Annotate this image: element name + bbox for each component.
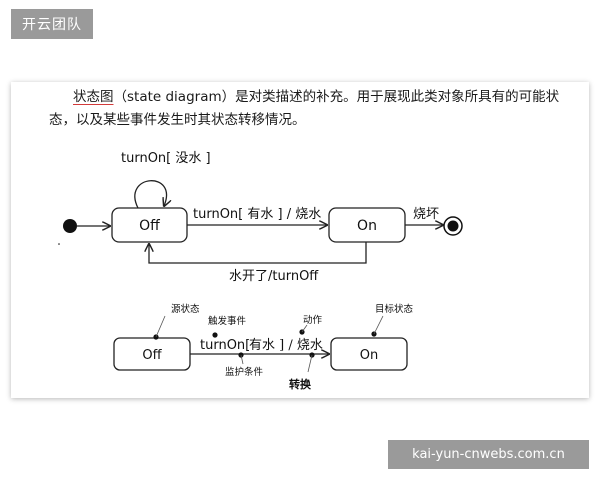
anno-event-text: turnOn[ [200,338,250,353]
brand-badge: 开云团队 [11,9,93,39]
state-on-label: On [357,218,377,234]
state-off-label: Off [139,218,160,234]
anno-guard-action-text: 有水 ] / 烧水 [249,338,323,353]
watermark-badge: kai-yun-cnwebs.com.cn [388,440,589,469]
action-annotation: 动作 [303,314,323,326]
state-diagram: Off On turnOn[ 没水 ] turnOn[ 有水 ] / 烧水 烧坏… [58,151,463,391]
content-card: 状态图（state diagram）是对类描述的补充。用于展现此类对象所具有的可… [11,82,589,398]
anno-state-off-label: Off [142,348,162,363]
intro-text: （state diagram）是对类描述的补充。用于展现此类对象所具有的可能状态… [49,89,560,128]
trigger-event-dot [212,332,218,338]
trigger-event-annotation: 触发事件 [208,315,247,327]
final-state-core [447,220,459,232]
target-state-annotation: 目标状态 [375,303,414,315]
self-loop-label: turnOn[ 没水 ] [121,151,211,166]
transition-annotation: 转换 [289,377,312,391]
source-state-annotation: 源状态 [171,303,200,315]
guard-condition-annotation: 监护条件 [225,366,264,378]
on-to-final-label: 烧坏 [413,207,439,222]
source-state-leader [155,315,166,338]
transition-leader [307,354,313,373]
action-leader [301,324,308,333]
anno-state-on-label: On [360,348,378,363]
term-state-diagram: 状态图 [73,89,114,105]
on-to-off-transition [149,242,367,264]
intro-paragraph: 状态图（state diagram）是对类描述的补充。用于展现此类对象所具有的可… [49,86,579,132]
off-to-on-label: turnOn[ 有水 ] / 烧水 [193,207,321,222]
target-state-leader [373,315,384,335]
anno-state-on [330,337,408,371]
initial-state [63,219,77,233]
stray-dot [58,243,60,245]
self-loop-transition [134,180,167,208]
on-to-off-label: 水开了/turnOff [229,269,319,284]
guard-condition-leader [240,354,244,365]
